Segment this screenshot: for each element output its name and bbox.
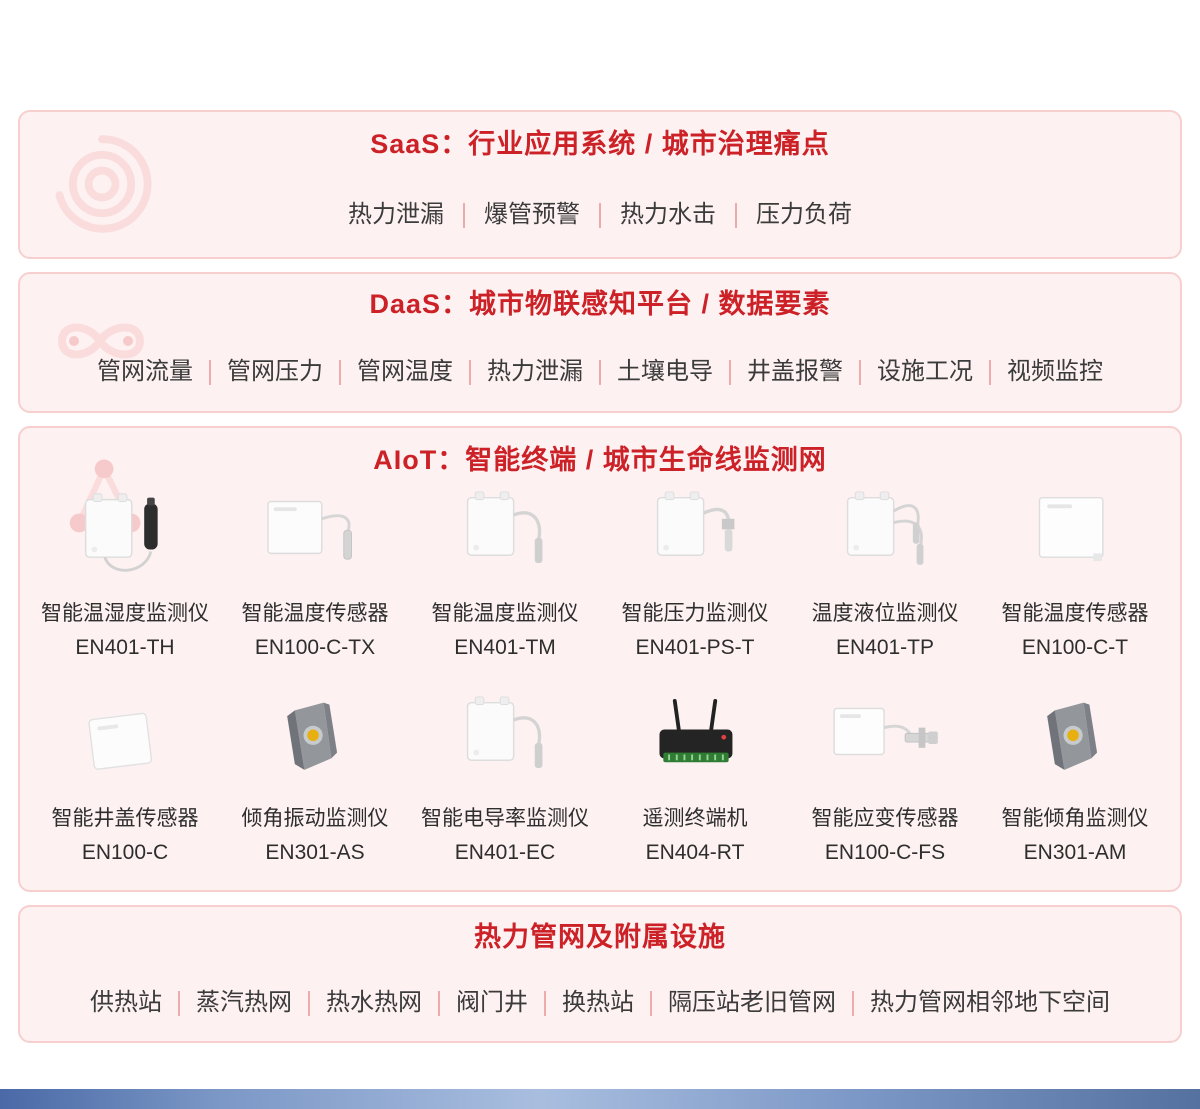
tilt-monitor-image — [1002, 695, 1148, 791]
device-model: EN404-RT — [645, 841, 745, 864]
item-separator — [599, 359, 601, 385]
temp-sensor-image — [242, 490, 388, 586]
device-model: EN401-TP — [835, 636, 935, 659]
device-name: 遥测终端机 — [642, 807, 748, 830]
device-model: EN401-TM — [454, 636, 556, 659]
device-grid-row-1: 智能温湿度监测仪 EN401-TH 智能温度传感器 EN100-C-TX 智能温… — [26, 490, 1174, 661]
device-model: EN301-AM — [1023, 841, 1127, 864]
device-name: 智能井盖传感器 — [51, 807, 199, 830]
device-card: 智能温度传感器 EN100-C-TX — [220, 490, 410, 661]
saas-items-row: 热力泄漏 爆管预警 热力水击 压力负荷 — [40, 200, 1160, 230]
temp-level-monitor-image — [812, 490, 958, 586]
infra-item: 热水热网 — [326, 989, 422, 1016]
telemetry-terminal-image — [622, 695, 768, 791]
infra-item: 蒸汽热网 — [196, 989, 292, 1016]
device-name: 智能压力监测仪 — [621, 602, 769, 625]
device-name: 智能倾角监测仪 — [1001, 807, 1149, 830]
infra-item: 供热站 — [90, 989, 162, 1016]
daas-title: DaaS：城市物联感知平台 / 数据要素 — [369, 289, 831, 319]
item-separator — [735, 202, 737, 228]
item-separator — [599, 202, 601, 228]
daas-item: 管网压力 — [227, 358, 323, 385]
device-card: 智能温度传感器 EN100-C-T — [980, 490, 1170, 661]
conductivity-monitor-image — [432, 695, 578, 791]
device-model: EN301-AS — [265, 841, 365, 864]
device-card: 智能温度监测仪 EN401-TM — [410, 490, 600, 661]
device-model: EN100-C-T — [1021, 636, 1129, 659]
device-name: 智能温湿度监测仪 — [41, 602, 209, 625]
infra-item: 阀门井 — [456, 989, 528, 1016]
device-name: 智能温度监测仪 — [431, 602, 579, 625]
device-model: EN100-C-TX — [254, 636, 376, 659]
daas-item: 井盖报警 — [747, 358, 843, 385]
saas-panel: SaaS：行业应用系统 / 城市治理痛点 热力泄漏 爆管预警 热力水击 压力负荷 — [18, 110, 1182, 259]
pressure-monitor-image — [622, 490, 768, 586]
device-card: 智能温湿度监测仪 EN401-TH — [30, 490, 220, 661]
temp-sensor-box-image — [1002, 490, 1148, 586]
infra-item: 隔压站老旧管网 — [668, 989, 836, 1016]
item-separator — [852, 990, 854, 1016]
daas-item: 管网温度 — [357, 358, 453, 385]
architecture-diagram: SaaS：行业应用系统 / 城市治理痛点 热力泄漏 爆管预警 热力水击 压力负荷… — [18, 110, 1182, 1043]
item-separator — [729, 359, 731, 385]
saas-title: SaaS：行业应用系统 / 城市治理痛点 — [370, 129, 830, 159]
infra-panel: 热力管网及附属设施 供热站 蒸汽热网 热水热网 阀门井 换热站 隔压站老旧管网 … — [18, 905, 1182, 1043]
item-separator — [859, 359, 861, 385]
footer-gradient-bar — [0, 1089, 1200, 1109]
item-separator — [544, 990, 546, 1016]
device-card: 智能电导率监测仪 EN401-EC — [410, 695, 600, 866]
item-separator — [178, 990, 180, 1016]
item-separator — [339, 359, 341, 385]
item-separator — [308, 990, 310, 1016]
device-grid-row-2: 智能井盖传感器 EN100-C 倾角振动监测仪 EN301-AS 智能电导率监测… — [26, 695, 1174, 866]
daas-item: 视频监控 — [1007, 358, 1103, 385]
temp-monitor-image — [432, 490, 578, 586]
item-separator — [438, 990, 440, 1016]
saas-item: 热力泄漏 — [348, 201, 444, 228]
device-card: 智能压力监测仪 EN401-PS-T — [600, 490, 790, 661]
aiot-title: AIoT：智能终端 / 城市生命线监测网 — [373, 445, 827, 475]
daas-item: 设施工况 — [877, 358, 973, 385]
infra-title: 热力管网及附属设施 — [474, 922, 726, 952]
device-card: 遥测终端机 EN404-RT — [600, 695, 790, 866]
item-separator — [469, 359, 471, 385]
device-card: 温度液位监测仪 EN401-TP — [790, 490, 980, 661]
manhole-sensor-image — [52, 695, 198, 791]
daas-item: 热力泄漏 — [487, 358, 583, 385]
tilt-vibration-monitor-image — [242, 695, 388, 791]
device-name: 温度液位监测仪 — [811, 602, 959, 625]
device-name: 智能温度传感器 — [1001, 602, 1149, 625]
temp-humidity-monitor-image — [52, 490, 198, 586]
item-separator — [650, 990, 652, 1016]
device-model: EN100-C — [81, 841, 169, 864]
daas-items-row: 管网流量 管网压力 管网温度 热力泄漏 土壤电导 井盖报警 设施工况 视频监控 — [30, 357, 1170, 387]
device-card: 倾角振动监测仪 EN301-AS — [220, 695, 410, 866]
device-model: EN100-C-FS — [824, 841, 946, 864]
device-model: EN401-TH — [75, 636, 175, 659]
device-name: 智能温度传感器 — [241, 602, 389, 625]
strain-sensor-image — [812, 695, 958, 791]
saas-item: 热力水击 — [620, 201, 716, 228]
infra-item: 热力管网相邻地下空间 — [870, 989, 1110, 1016]
device-name: 倾角振动监测仪 — [241, 807, 389, 830]
saas-item: 爆管预警 — [484, 201, 580, 228]
device-model: EN401-PS-T — [635, 636, 755, 659]
item-separator — [989, 359, 991, 385]
device-name: 智能应变传感器 — [811, 807, 959, 830]
device-model: EN401-EC — [454, 841, 556, 864]
daas-item: 土壤电导 — [617, 358, 713, 385]
item-separator — [463, 202, 465, 228]
infra-item: 换热站 — [562, 989, 634, 1016]
device-card: 智能倾角监测仪 EN301-AM — [980, 695, 1170, 866]
device-card: 智能井盖传感器 EN100-C — [30, 695, 220, 866]
device-card: 智能应变传感器 EN100-C-FS — [790, 695, 980, 866]
item-separator — [209, 359, 211, 385]
daas-panel: DaaS：城市物联感知平台 / 数据要素 管网流量 管网压力 管网温度 热力泄漏… — [18, 272, 1182, 413]
aiot-panel: AIoT：智能终端 / 城市生命线监测网 智能温湿度监测仪 EN401-TH 智… — [18, 426, 1182, 892]
infra-items-row: 供热站 蒸汽热网 热水热网 阀门井 换热站 隔压站老旧管网 热力管网相邻地下空间 — [30, 988, 1170, 1018]
device-name: 智能电导率监测仪 — [421, 807, 589, 830]
daas-item: 管网流量 — [97, 358, 193, 385]
saas-item: 压力负荷 — [756, 201, 852, 228]
